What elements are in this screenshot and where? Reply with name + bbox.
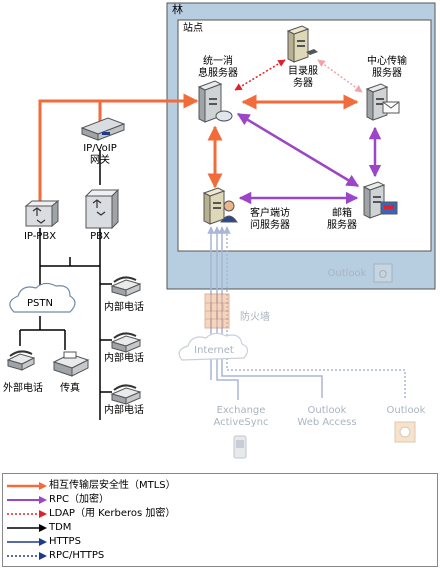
forest-label: 林 <box>172 3 183 16</box>
outlook-client-label: Outlook <box>386 405 426 416</box>
directory-server-label-line1: 目录服 <box>288 66 318 77</box>
hub-server-icon <box>365 83 400 121</box>
um-server-label-line2: 息服务器 <box>198 68 238 79</box>
cas-server-label-line1: 客户端访 <box>250 208 290 219</box>
legend-item-ldap: LDAP（用 Kerberos 加密） <box>3 508 437 520</box>
internal-phone-label-1: 内部电话 <box>104 302 144 313</box>
rpc-um-mailbox <box>236 112 360 188</box>
legend-item-rpc: RPC（加密） <box>3 494 437 506</box>
legend: 相互传输层安全性（MTLS） RPC（加密） LDAP（用 Kerberos 加… <box>2 473 438 567</box>
internal-phone-label-2: 内部电话 <box>104 353 144 364</box>
fax-icon <box>52 351 90 377</box>
voip-gateway-icon <box>80 117 126 141</box>
fax-label: 传真 <box>60 383 80 394</box>
hub-server-label-line2: 服务器 <box>372 68 402 79</box>
outlook-inside-icon: O <box>373 263 393 283</box>
internal-phone-icon-2 <box>110 332 142 353</box>
directory-server-icon <box>286 25 318 63</box>
gateway-label-line2: 网关 <box>90 155 110 166</box>
activesync-label-line2: ActiveSync <box>213 417 269 428</box>
cas-server-label-line2: 问服务器 <box>250 220 290 231</box>
legend-item-rpchttps: RPC/HTTPS <box>3 550 437 562</box>
owa-label-line1: Outlook <box>307 405 347 416</box>
pstn-label: PSTN <box>27 298 53 309</box>
legend-label-https: HTTPS <box>49 536 81 547</box>
ldap-directory-hub <box>317 59 363 93</box>
gateway-label-line1: IP/VoIP <box>83 143 117 154</box>
internal-phone-icon-1 <box>110 276 142 297</box>
mailbox-server-icon <box>362 181 398 219</box>
mailbox-server-label-line1: 邮箱 <box>332 208 352 219</box>
mobile-device-icon <box>233 435 247 459</box>
firewall-icon <box>204 293 230 329</box>
legend-label-ldap: LDAP（用 Kerberos 加密） <box>49 508 176 519</box>
pbx-icon <box>84 188 120 230</box>
outlook-inside-label: Outlook <box>327 268 367 279</box>
um-server-label-line1: 统一消 <box>203 56 233 67</box>
ip-pbx-icon <box>24 199 60 228</box>
svg-text:O: O <box>379 268 388 281</box>
legend-item-mtls: 相互传输层安全性（MTLS） <box>3 480 437 492</box>
legend-item-tdm: TDM <box>3 522 437 534</box>
pbx-label: PBX <box>90 231 110 242</box>
internal-phone-icon-3 <box>110 384 142 405</box>
owa-label-line2: Web Access <box>297 417 357 428</box>
mtls-ippbx-to-um <box>38 93 199 203</box>
external-phone-label: 外部电话 <box>3 383 43 394</box>
um-server-icon <box>197 80 233 123</box>
internet-label: Internet <box>194 345 234 356</box>
internet-cloud-icon <box>178 332 249 361</box>
legend-label-tdm: TDM <box>49 522 72 533</box>
firewall-label: 防火墙 <box>240 312 270 323</box>
external-phone-icon <box>6 350 36 371</box>
outlook-client-icon <box>394 421 416 443</box>
ldap-directory-um <box>234 59 286 91</box>
ippbx-label: IP-PBX <box>23 231 57 242</box>
internal-phone-label-3: 内部电话 <box>104 405 144 416</box>
hub-server-label-line1: 中心传输 <box>367 56 407 67</box>
legend-label-mtls: 相互传输层安全性（MTLS） <box>49 480 176 491</box>
legend-item-https: HTTPS <box>3 536 437 548</box>
site-label: 站点 <box>183 23 203 34</box>
pstn-cloud-icon <box>9 282 76 313</box>
cas-server-icon <box>202 187 238 225</box>
mailbox-server-label-line2: 服务器 <box>327 220 357 231</box>
activesync-label-line1: Exchange <box>216 405 266 416</box>
legend-label-rpchttps: RPC/HTTPS <box>49 550 105 561</box>
legend-label-rpc: RPC（加密） <box>49 494 109 505</box>
directory-server-label-line2: 务器 <box>293 78 313 89</box>
